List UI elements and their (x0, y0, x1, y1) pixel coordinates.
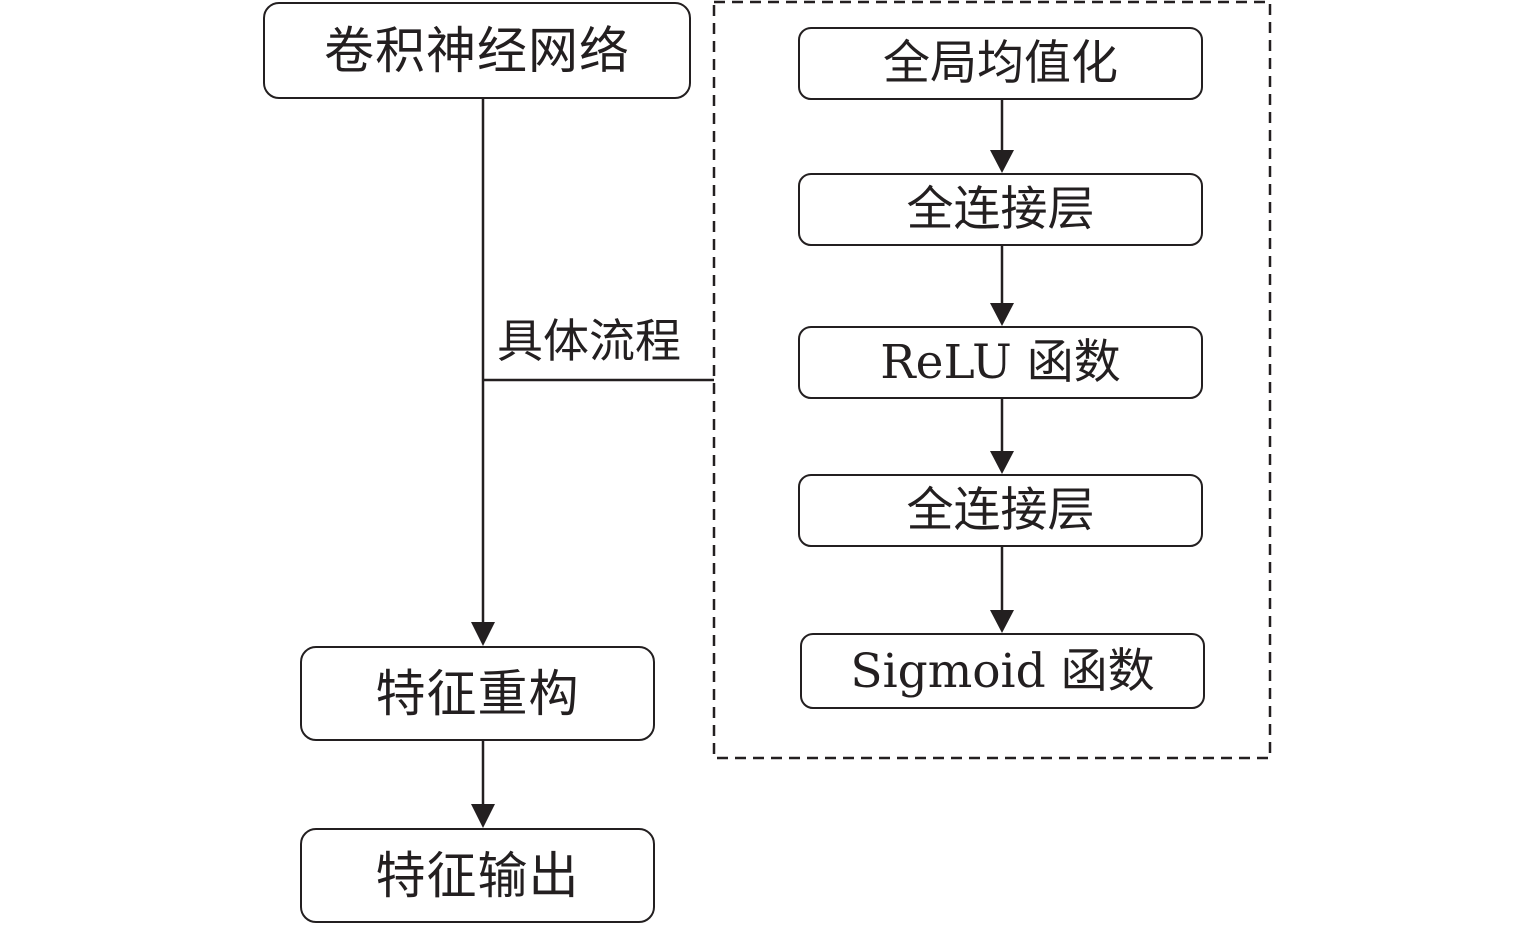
node-step-sigmoid: Sigmoid 函数 (800, 633, 1205, 709)
node-feature-output-label: 特征输出 (375, 846, 580, 905)
arrowhead-step-2 (990, 150, 1014, 173)
node-step-global-average: 全局均值化 (798, 27, 1203, 100)
detail-container-border (712, 0, 1272, 760)
arrowhead-output (471, 804, 495, 828)
node-cnn-label: 卷积神经网络 (324, 21, 630, 80)
arrowhead-step-5 (990, 610, 1014, 633)
node-step-fully-connected-1: 全连接层 (798, 173, 1203, 246)
node-step-fully-connected-2: 全连接层 (798, 474, 1203, 547)
arrowhead-reconstruct (471, 622, 495, 646)
node-step-relu: ReLU 函数 (798, 326, 1203, 399)
arrowhead-step-4 (990, 451, 1014, 474)
node-feature-reconstruct: 特征重构 (300, 646, 655, 741)
node-step-fully-connected-2-label: 全连接层 (906, 483, 1095, 538)
arrowhead-step-3 (990, 303, 1014, 326)
node-step-fully-connected-1-label: 全连接层 (906, 182, 1095, 237)
node-feature-output: 特征输出 (300, 828, 655, 923)
node-feature-reconstruct-label: 特征重构 (375, 664, 580, 723)
node-step-relu-label: ReLU 函数 (880, 335, 1121, 390)
node-step-sigmoid-label: Sigmoid 函数 (850, 643, 1155, 699)
edge-label-detail-flow: 具体流程 (497, 314, 681, 368)
node-step-global-average-label: 全局均值化 (883, 36, 1118, 91)
node-cnn: 卷积神经网络 (263, 2, 691, 99)
